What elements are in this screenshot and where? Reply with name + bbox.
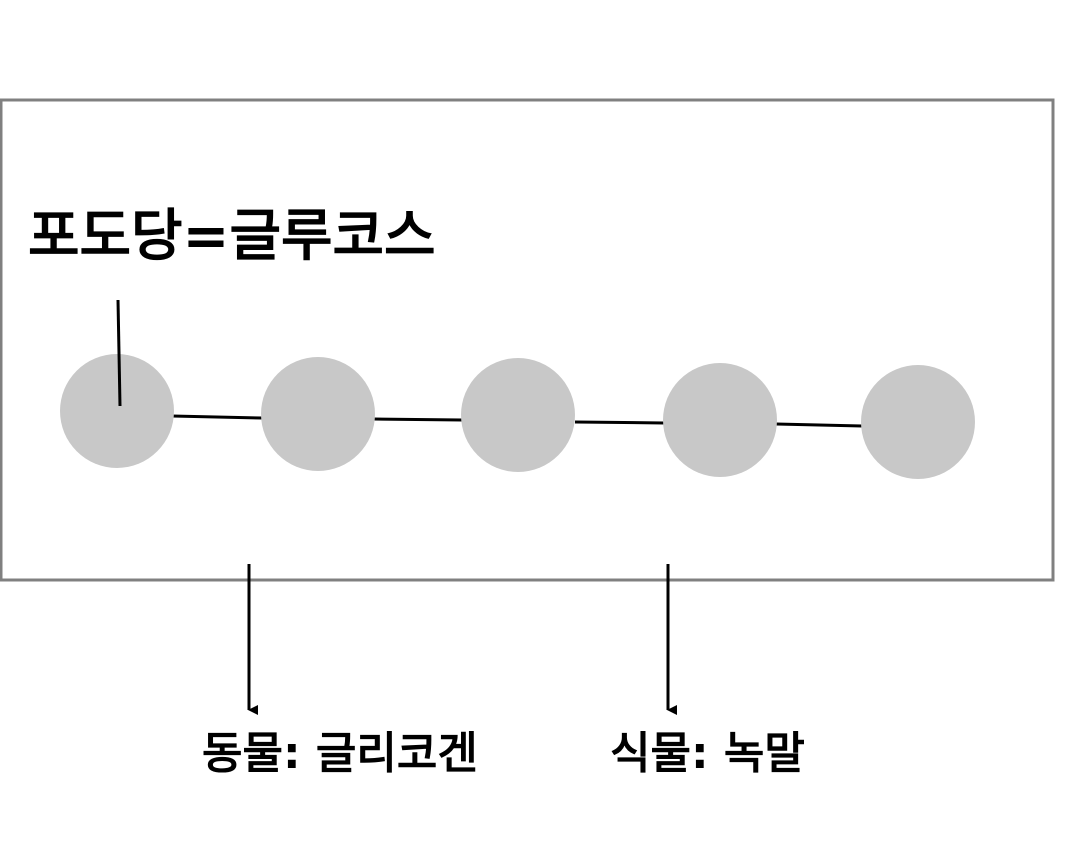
animal-caption: 동물: 글리코겐	[202, 728, 478, 779]
diagram-frame	[0, 98, 1055, 582]
glucose-unit	[461, 358, 575, 472]
plant-caption: 식물: 녹말	[610, 728, 805, 779]
diagram-title: 포도당=글루코스	[28, 204, 436, 269]
chain-bond	[373, 417, 463, 422]
chain-bond	[775, 422, 863, 428]
title-pointer-line	[116, 299, 122, 407]
glucose-unit	[261, 357, 375, 471]
chain-bond	[171, 414, 263, 420]
glucose-unit	[861, 365, 975, 479]
glucose-unit	[60, 354, 174, 468]
glucose-unit	[663, 363, 777, 477]
chain-bond	[574, 420, 665, 425]
